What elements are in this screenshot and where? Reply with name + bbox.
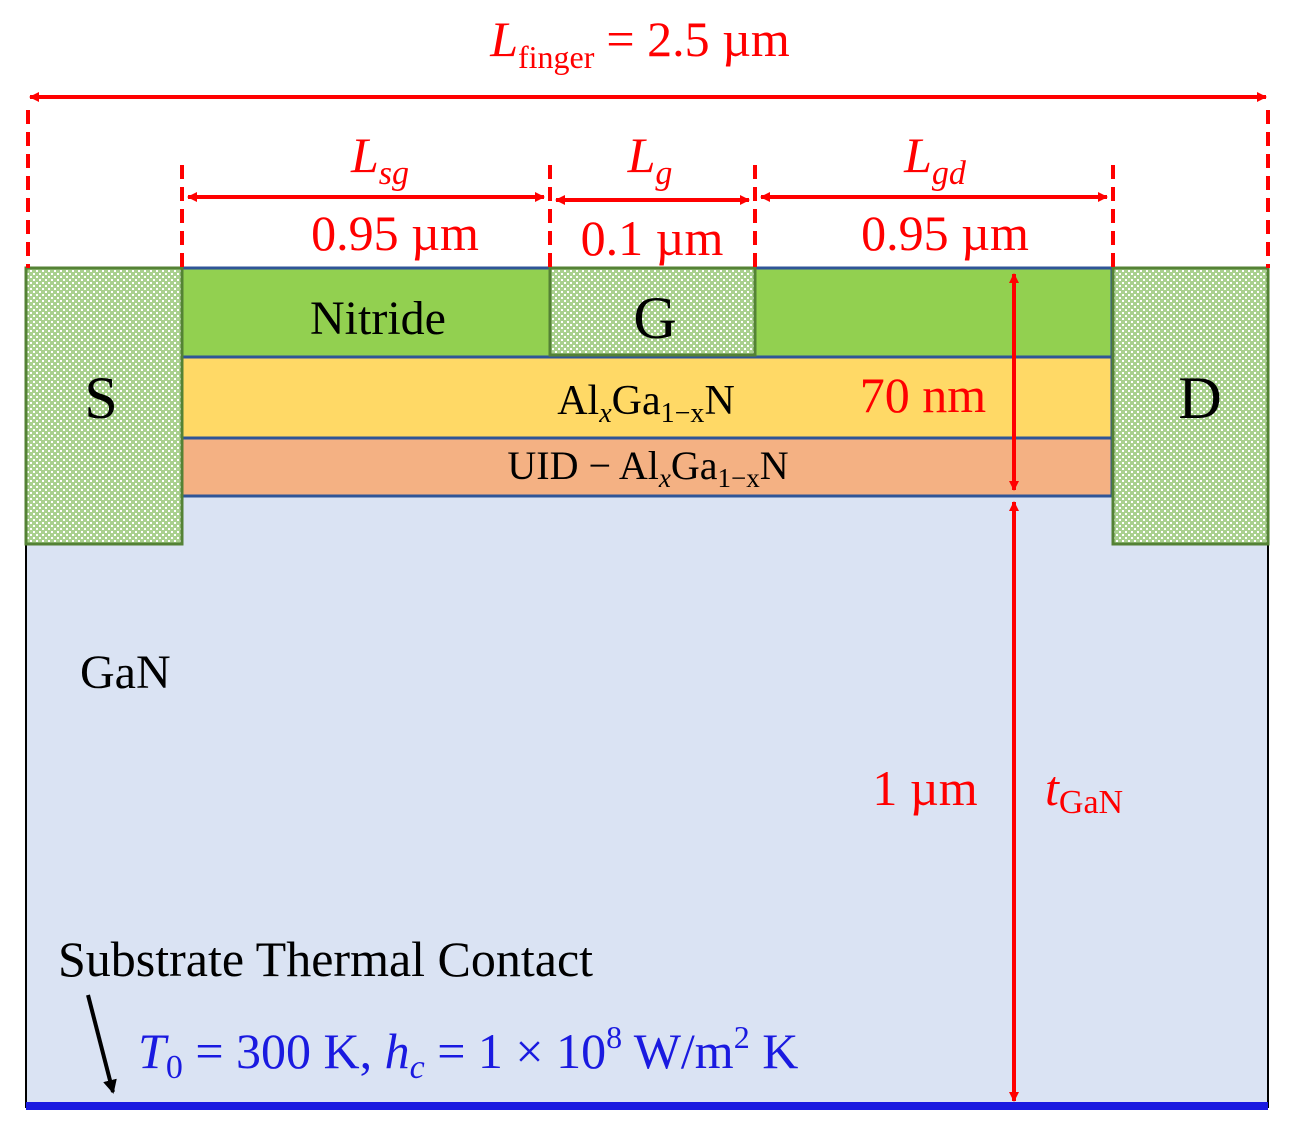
source-label: S bbox=[84, 365, 117, 431]
lsg-label: Lsg bbox=[350, 127, 409, 192]
gate-label: G bbox=[633, 285, 676, 351]
boundary-condition-label: T0 = 300 K, hc = 1 × 108 W/m2 K bbox=[138, 1019, 798, 1086]
uid-algan-layer bbox=[180, 436, 1114, 498]
nitride-right bbox=[753, 266, 1114, 359]
lsg-value: 0.95 µm bbox=[311, 205, 479, 261]
lgd-label: Lgd bbox=[903, 127, 967, 192]
drain-label: D bbox=[1178, 365, 1221, 431]
lg-value: 0.1 µm bbox=[581, 210, 724, 266]
thick-top-label: 70 nm bbox=[860, 367, 987, 423]
lgd-value: 0.95 µm bbox=[861, 205, 1029, 261]
gate-contact bbox=[548, 266, 757, 357]
source-contact bbox=[24, 266, 184, 546]
substrate-label: Substrate Thermal Contact bbox=[58, 931, 593, 987]
algan-label: AlxGa1−xN bbox=[557, 378, 735, 429]
substrate-boundary bbox=[26, 1102, 1268, 1110]
substrate-pointer-arrow bbox=[86, 994, 117, 1094]
thick-gan-label: 1 µm bbox=[872, 760, 977, 816]
drain-contact bbox=[1111, 266, 1270, 546]
nitride-label: Nitride bbox=[310, 292, 446, 345]
finger-label: Lfinger= 2.5 µm bbox=[489, 11, 790, 75]
algan-layer bbox=[180, 355, 1114, 440]
gan-layer bbox=[25, 494, 1269, 1108]
lg-label: Lg bbox=[627, 127, 673, 192]
gan-label: GaN bbox=[80, 646, 171, 699]
uid-algan-label: UID − AlxGa1−xN bbox=[507, 443, 788, 493]
tgan-label: tGaN bbox=[1045, 760, 1123, 821]
